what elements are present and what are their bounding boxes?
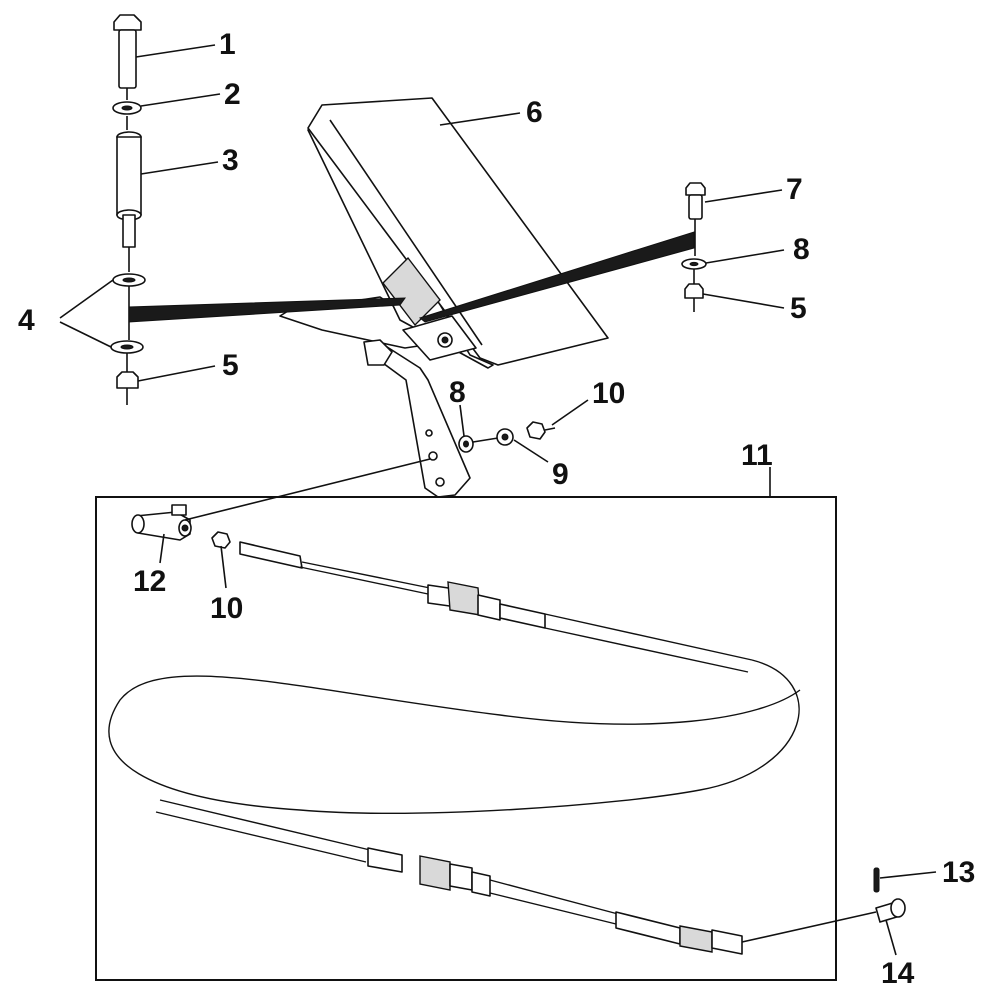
washer-part-8-pivot — [458, 435, 474, 453]
washer-part-4-upper — [112, 273, 146, 287]
callout-2: 2 — [224, 78, 241, 111]
callout-13: 13 — [942, 856, 975, 889]
spacer-part-3 — [116, 131, 142, 272]
callout-11: 11 — [741, 439, 773, 472]
callouts: 1 2 3 4 5 6 7 8 5 8 10 9 11 12 10 13 14 — [18, 28, 975, 990]
callout-3: 3 — [222, 144, 239, 177]
washer-part-8-right — [681, 258, 707, 284]
callout-1: 1 — [219, 28, 236, 61]
bolt-part-7 — [685, 182, 706, 256]
callout-6: 6 — [526, 96, 543, 129]
callout-5a: 5 — [222, 349, 239, 382]
callout-8b: 8 — [449, 376, 466, 409]
push-pull-cable — [108, 541, 801, 955]
cable-kit-box-part-11 — [95, 496, 837, 981]
washer-part-9 — [496, 428, 514, 446]
washer-part-4-lower — [110, 340, 144, 373]
pedal-assembly-part-6 — [128, 97, 695, 498]
pin-part-13 — [873, 867, 880, 893]
leader-lines — [59, 44, 937, 956]
nut-part-5-left — [116, 371, 139, 405]
callout-9: 9 — [552, 458, 569, 491]
callout-5b: 5 — [790, 292, 807, 325]
callout-10b: 10 — [210, 592, 243, 625]
pivot-axis — [472, 437, 499, 443]
nut-part-10-cable — [211, 531, 231, 549]
clevis-pin-part-14 — [875, 898, 906, 923]
nut-part-2 — [112, 101, 142, 130]
callout-8a: 8 — [793, 233, 810, 266]
bolt-part-1 — [113, 14, 142, 100]
clevis-part-12 — [131, 504, 192, 541]
callout-14: 14 — [881, 957, 915, 990]
callout-7: 7 — [786, 173, 803, 206]
nut-part-10-upper — [526, 421, 556, 440]
callout-12: 12 — [133, 565, 166, 598]
callout-10a: 10 — [592, 377, 625, 410]
nut-part-5-right — [684, 283, 704, 312]
callout-4: 4 — [18, 304, 35, 337]
